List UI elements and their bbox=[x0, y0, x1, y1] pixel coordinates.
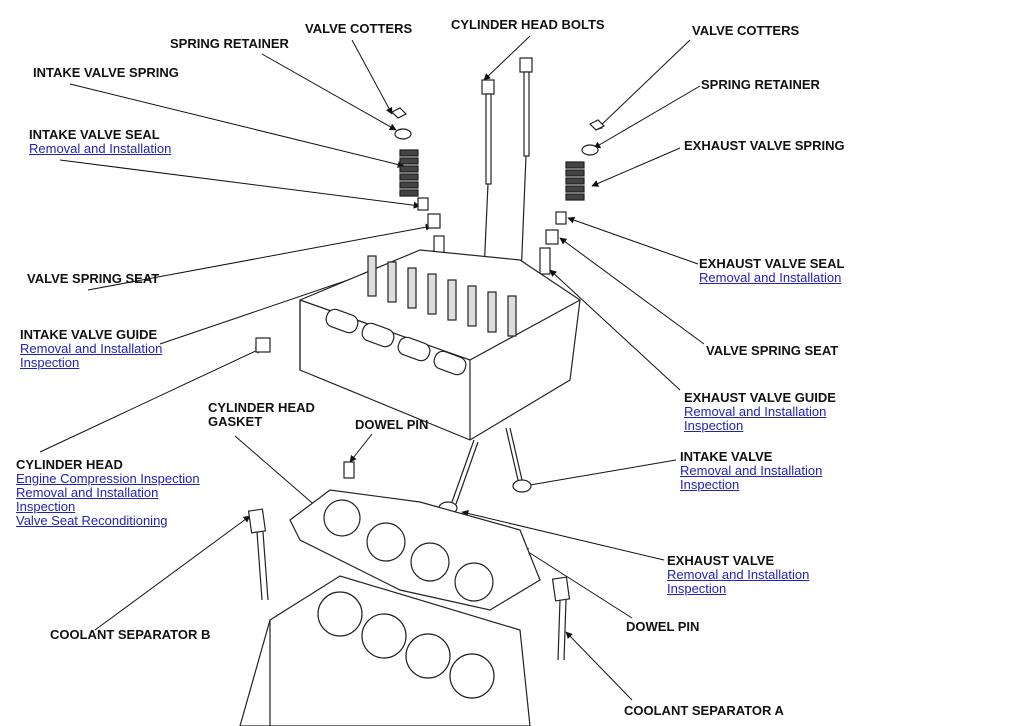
callout-valve-cotters-left: VALVE COTTERS bbox=[305, 22, 412, 36]
intake-valve-removal-link[interactable]: Removal and Installation bbox=[680, 463, 823, 478]
callout-spring-retainer-right: SPRING RETAINER bbox=[701, 78, 820, 92]
cylinder-head-inspection-link[interactable]: Inspection bbox=[16, 499, 76, 514]
callout-title: COOLANT SEPARATOR B bbox=[50, 627, 211, 642]
callout-exhaust-valve-seal: EXHAUST VALVE SEAL Removal and Installat… bbox=[699, 257, 844, 285]
callout-title-line-2: GASKET bbox=[208, 414, 263, 429]
callout-title: INTAKE VALVE bbox=[680, 449, 773, 464]
cylinder-head-gasket bbox=[289, 489, 541, 611]
callout-intake-valve-spring: INTAKE VALVE SPRING bbox=[33, 66, 179, 80]
callout-title: VALVE COTTERS bbox=[692, 23, 800, 38]
callout-dowel-pin-right: DOWEL PIN bbox=[626, 620, 699, 634]
callout-cylinder-head-gasket: CYLINDER HEAD GASKET bbox=[208, 401, 315, 429]
callout-title: EXHAUST VALVE SPRING bbox=[684, 138, 845, 153]
callout-exhaust-valve-guide: EXHAUST VALVE GUIDE Removal and Installa… bbox=[684, 391, 836, 433]
callout-valve-spring-seat-left: VALVE SPRING SEAT bbox=[27, 272, 159, 286]
valves bbox=[438, 427, 532, 515]
engine-block bbox=[239, 575, 531, 726]
callout-cylinder-head-bolts: CYLINDER HEAD BOLTS bbox=[451, 18, 605, 32]
callout-exhaust-valve-spring: EXHAUST VALVE SPRING bbox=[684, 139, 845, 153]
callout-title: COOLANT SEPARATOR A bbox=[624, 703, 784, 718]
intake-valve-guide-inspection-link[interactable]: Inspection bbox=[20, 355, 80, 370]
callout-title: INTAKE VALVE SEAL bbox=[29, 127, 160, 142]
cylinder-head bbox=[255, 249, 581, 441]
callout-coolant-separator-a: COOLANT SEPARATOR A bbox=[624, 704, 784, 718]
cylinder-head-compression-link[interactable]: Engine Compression Inspection bbox=[16, 471, 200, 486]
callout-title: SPRING RETAINER bbox=[701, 77, 820, 92]
callout-title-line-1: CYLINDER HEAD bbox=[208, 400, 315, 415]
intake-valve-stack bbox=[390, 107, 445, 263]
callout-title: EXHAUST VALVE SEAL bbox=[699, 256, 845, 271]
exhaust-valve-removal-link[interactable]: Removal and Installation bbox=[667, 567, 810, 582]
callout-title: EXHAUST VALVE bbox=[667, 553, 775, 568]
exhaust-valve-inspection-link[interactable]: Inspection bbox=[667, 581, 727, 596]
callout-exhaust-valve: EXHAUST VALVE Removal and Installation I… bbox=[667, 554, 809, 596]
callout-valve-spring-seat-right: VALVE SPRING SEAT bbox=[706, 344, 838, 358]
exhaust-valve-stack bbox=[539, 119, 606, 275]
callout-title: CYLINDER HEAD BOLTS bbox=[451, 17, 605, 32]
intake-valve-guide-removal-link[interactable]: Removal and Installation bbox=[20, 341, 163, 356]
callout-title: EXHAUST VALVE GUIDE bbox=[684, 390, 836, 405]
exhaust-valve-seal-removal-link[interactable]: Removal and Installation bbox=[699, 270, 842, 285]
callout-title: SPRING RETAINER bbox=[170, 36, 289, 51]
callout-cylinder-head: CYLINDER HEAD Engine Compression Inspect… bbox=[16, 458, 200, 528]
callout-title: INTAKE VALVE SPRING bbox=[33, 65, 179, 80]
callout-intake-valve-guide: INTAKE VALVE GUIDE Removal and Installat… bbox=[20, 328, 162, 370]
cylinder-head-valve-seat-link[interactable]: Valve Seat Reconditioning bbox=[16, 513, 168, 528]
callout-intake-valve: INTAKE VALVE Removal and Installation In… bbox=[680, 450, 822, 492]
exhaust-valve-guide-removal-link[interactable]: Removal and Installation bbox=[684, 404, 827, 419]
callout-title: DOWEL PIN bbox=[626, 619, 700, 634]
callout-title: DOWEL PIN bbox=[355, 417, 429, 432]
callout-intake-valve-seal: INTAKE VALVE SEAL Removal and Installati… bbox=[29, 128, 171, 156]
callout-title: CYLINDER HEAD bbox=[16, 457, 123, 472]
callout-title: INTAKE VALVE GUIDE bbox=[20, 327, 158, 342]
intake-valve-seal-removal-link[interactable]: Removal and Installation bbox=[29, 141, 172, 156]
intake-valve-inspection-link[interactable]: Inspection bbox=[680, 477, 740, 492]
callout-dowel-pin-left: DOWEL PIN bbox=[355, 418, 428, 432]
exhaust-valve-guide-inspection-link[interactable]: Inspection bbox=[684, 418, 744, 433]
callout-title: VALVE COTTERS bbox=[305, 21, 413, 36]
coolant-separators bbox=[247, 508, 571, 661]
callout-title: VALVE SPRING SEAT bbox=[706, 343, 839, 358]
callout-spring-retainer-left: SPRING RETAINER bbox=[170, 37, 289, 51]
callout-title: VALVE SPRING SEAT bbox=[27, 271, 160, 286]
cylinder-head-removal-link[interactable]: Removal and Installation bbox=[16, 485, 159, 500]
callout-valve-cotters-right: VALVE COTTERS bbox=[692, 24, 799, 38]
callout-coolant-separator-b: COOLANT SEPARATOR B bbox=[50, 628, 210, 642]
leader-lines bbox=[39, 35, 705, 701]
